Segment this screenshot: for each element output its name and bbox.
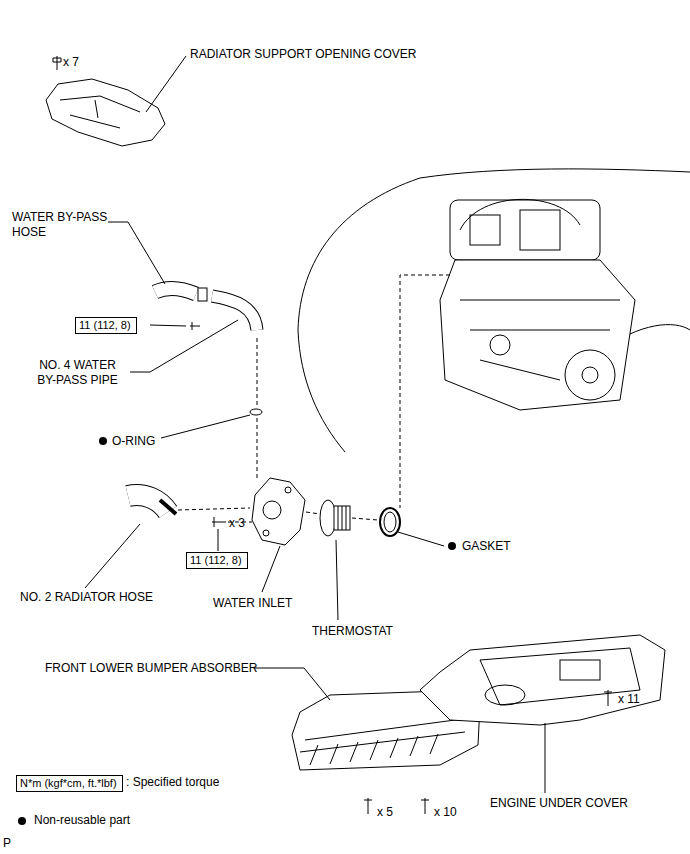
quantity: x 7: [63, 55, 79, 70]
radiator-hose: [128, 495, 176, 514]
bypass-hose: [155, 288, 257, 330]
part-name: NO. 4 WATER BY-PASS PIPE: [30, 358, 125, 388]
leader-line: [545, 723, 546, 793]
screw: [604, 690, 612, 706]
part-name: ENGINE UNDER COVER: [490, 796, 628, 811]
vehicle-outline: [298, 169, 690, 452]
legend-torque-box: N*m (kgf*cm, ft.*lbf): [16, 775, 123, 792]
part-name: GASKET: [462, 539, 511, 554]
quantity: x 5: [377, 805, 393, 820]
legend-non-reusable-mark: [18, 817, 26, 825]
bolt: [190, 322, 200, 330]
torque-value: 11 (112, 8): [187, 553, 247, 567]
leader-line: [262, 546, 280, 592]
torque-box: 11 (112, 8): [75, 317, 137, 334]
leader-line: [306, 512, 320, 514]
leader-line: [400, 275, 450, 508]
gasket: [380, 508, 400, 536]
leader-line: [257, 418, 258, 478]
screw: [421, 798, 429, 814]
leader-line: [398, 532, 444, 546]
leader-line: [146, 56, 186, 112]
leader-line: [130, 320, 238, 372]
screw: [364, 798, 372, 814]
part-name: WATER BY-PASS HOSE: [12, 210, 122, 240]
non-reusable-mark: [448, 542, 456, 550]
non-reusable-mark: [99, 437, 107, 445]
leader-line: [336, 540, 338, 620]
part-name: WATER INLET: [213, 596, 292, 611]
torque-value: 11 (112, 8): [76, 318, 136, 332]
leader-line: [108, 222, 165, 284]
bolt: [212, 517, 226, 527]
legend-text: Non-reusable part: [34, 813, 130, 828]
water-inlet: [252, 478, 305, 545]
leader-line: [352, 518, 378, 520]
leader-line: [218, 529, 219, 551]
leader-line: [150, 325, 186, 326]
leader-line: [178, 508, 250, 510]
part-name: O-RING: [112, 434, 155, 449]
engine-under-cover: [420, 635, 665, 725]
page-code: P: [3, 836, 11, 851]
part-name: THERMOSTAT: [312, 624, 393, 639]
part-name: RADIATOR SUPPORT OPENING COVER: [190, 47, 417, 62]
part-name: FRONT LOWER BUMPER ABSORBER: [45, 661, 257, 676]
torque-value: N*m (kgf*cm, ft.*lbf): [17, 776, 122, 790]
leader-line: [85, 524, 140, 588]
leader-line: [257, 338, 258, 405]
leader-line: [254, 668, 330, 700]
leader-line: [161, 415, 250, 438]
quantity: x 10: [434, 805, 457, 820]
opening-cover: [46, 56, 165, 146]
quantity: x 3: [229, 516, 245, 531]
torque-box: 11 (112, 8): [186, 552, 248, 569]
part-name: NO. 2 RADIATOR HOSE: [20, 590, 153, 605]
legend-text: : Specified torque: [126, 775, 219, 790]
thermostat: [320, 500, 350, 536]
o-ring: [250, 409, 262, 415]
quantity: x 11: [618, 692, 640, 707]
engine: [440, 199, 635, 410]
